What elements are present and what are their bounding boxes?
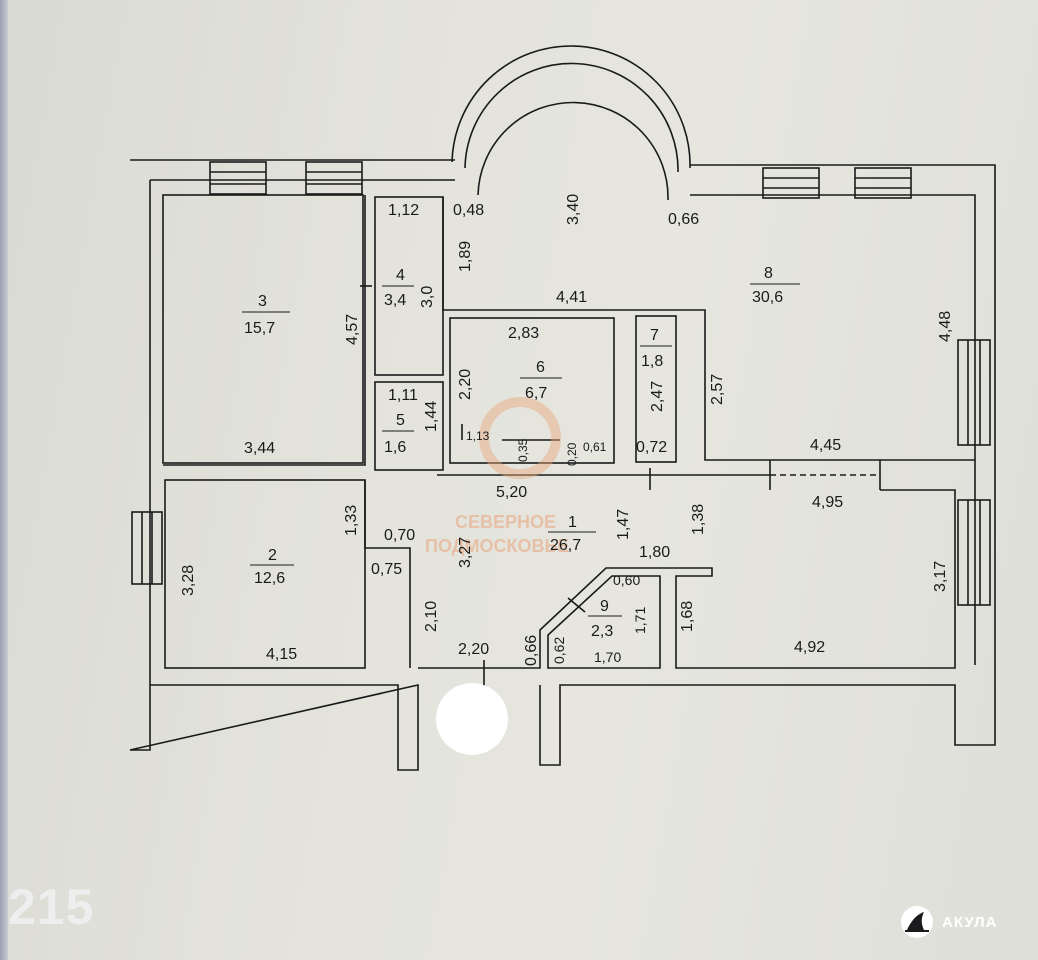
room-9-area: 2,3 <box>591 623 613 640</box>
room-2-outline <box>164 479 366 669</box>
dim-label: 2,20 <box>458 641 489 658</box>
dim-label: 0,61 <box>583 440 607 454</box>
dim-label: 3,28 <box>180 565 197 596</box>
dim-label: 4,92 <box>794 639 825 656</box>
dim-label: 1,11 <box>388 387 418 404</box>
room-8-area: 30,6 <box>752 289 783 306</box>
dim-label: 0,62 <box>551 637 567 664</box>
dim-label: 1,71 <box>632 607 648 634</box>
bay-window-mid <box>464 62 679 173</box>
room-7-number: 7 <box>650 327 659 344</box>
window-top-left-1 <box>209 161 267 195</box>
dim-label: 4,48 <box>937 311 954 342</box>
shark-fin-icon <box>901 906 933 938</box>
room-9-number: 9 <box>600 598 609 615</box>
dim-label: 1,89 <box>457 241 474 272</box>
room-7-outline <box>635 315 677 463</box>
dim-label: 0,35 <box>516 438 530 462</box>
watermark: СЕВЕРНОЕ ПОДМОСКОВЬЕ <box>425 397 569 556</box>
window-right-2 <box>957 499 991 606</box>
watermark-line-1: СЕВЕРНОЕ <box>455 512 556 532</box>
dim-label: 0,66 <box>523 635 540 666</box>
dim-label: 3,40 <box>565 194 582 225</box>
dim-label: 1,38 <box>690 504 707 535</box>
room-7-area: 1,8 <box>641 353 663 370</box>
room-8-number: 8 <box>764 265 773 282</box>
page-edge <box>0 0 8 960</box>
room-1-area: 26,7 <box>550 537 581 554</box>
room-6-outline <box>449 317 615 464</box>
dim-label: 2,83 <box>508 325 539 342</box>
dim-label: 1,47 <box>615 509 632 540</box>
room-5-outline <box>374 381 444 471</box>
room-5-area: 1,6 <box>384 439 406 456</box>
room-4-area: 3,4 <box>384 292 406 309</box>
dim-label: 5,20 <box>496 484 527 501</box>
window-left <box>131 511 163 585</box>
brand-logo: АКУЛА <box>900 902 1030 942</box>
dim-label: 3,0 <box>419 286 436 308</box>
dim-label: 4,95 <box>812 494 843 511</box>
dim-label: 4,45 <box>810 437 841 454</box>
dim-label: 0,75 <box>371 561 402 578</box>
room-1-number: 1 <box>568 514 577 531</box>
dim-label: 2,20 <box>457 369 474 400</box>
dim-label: 1,80 <box>639 544 670 561</box>
watermark-line-2: ПОДМОСКОВЬЕ <box>425 536 569 556</box>
dimensions: 1,12 0,48 3,40 0,66 1,89 4,57 3,0 4,41 4… <box>180 194 954 666</box>
page-number: 215 <box>8 879 95 935</box>
dim-label: 0,66 <box>668 211 699 228</box>
brand-name: АКУЛА <box>942 913 998 931</box>
dim-label: 0,20 <box>565 442 579 466</box>
dim-label: 4,57 <box>344 314 361 345</box>
dim-label: 0,60 <box>613 572 640 588</box>
window-top-right-1 <box>762 167 820 199</box>
dim-label: 1,12 <box>388 202 419 219</box>
dim-label: 2,47 <box>649 381 666 412</box>
dim-label: 1,44 <box>423 401 440 432</box>
dim-label: 2,10 <box>423 601 440 632</box>
room-labels: 1 26,7 2 12,6 3 15,7 4 3,4 5 1,6 6 6,7 7… <box>242 265 800 640</box>
dim-label: 0,72 <box>636 439 667 456</box>
window-right-1 <box>957 339 991 446</box>
room-4-number: 4 <box>396 267 405 284</box>
bay-window-outer <box>451 45 691 169</box>
dim-label: 3,44 <box>244 440 275 457</box>
room-6-number: 6 <box>536 359 545 376</box>
room-5-number: 5 <box>396 412 405 429</box>
dim-label: 1,70 <box>594 649 621 665</box>
inner-wall-outline <box>149 179 976 685</box>
room-3-number: 3 <box>258 293 267 310</box>
dim-label: 1,13 <box>466 429 490 443</box>
dim-label: 0,48 <box>453 202 484 219</box>
dim-label: 4,41 <box>556 289 587 306</box>
entrance-marker <box>436 683 508 755</box>
window-top-left-2 <box>305 161 363 195</box>
room-3-outline <box>162 194 364 464</box>
dim-label: 3,27 <box>457 537 474 568</box>
room-2-number: 2 <box>268 547 277 564</box>
dim-label: 1,68 <box>679 601 696 632</box>
dim-label: 3,17 <box>932 561 949 592</box>
bay-window-inner <box>477 101 669 201</box>
dim-label: 2,57 <box>709 374 726 405</box>
dim-label: 0,70 <box>384 527 415 544</box>
room-6-area: 6,7 <box>525 385 547 402</box>
outer-wall <box>129 159 996 771</box>
dim-label: 1,33 <box>343 505 360 536</box>
dim-label: 4,15 <box>266 646 297 663</box>
room-3-area: 15,7 <box>244 320 275 337</box>
window-top-right-2 <box>854 167 912 199</box>
room-2-area: 12,6 <box>254 570 285 587</box>
